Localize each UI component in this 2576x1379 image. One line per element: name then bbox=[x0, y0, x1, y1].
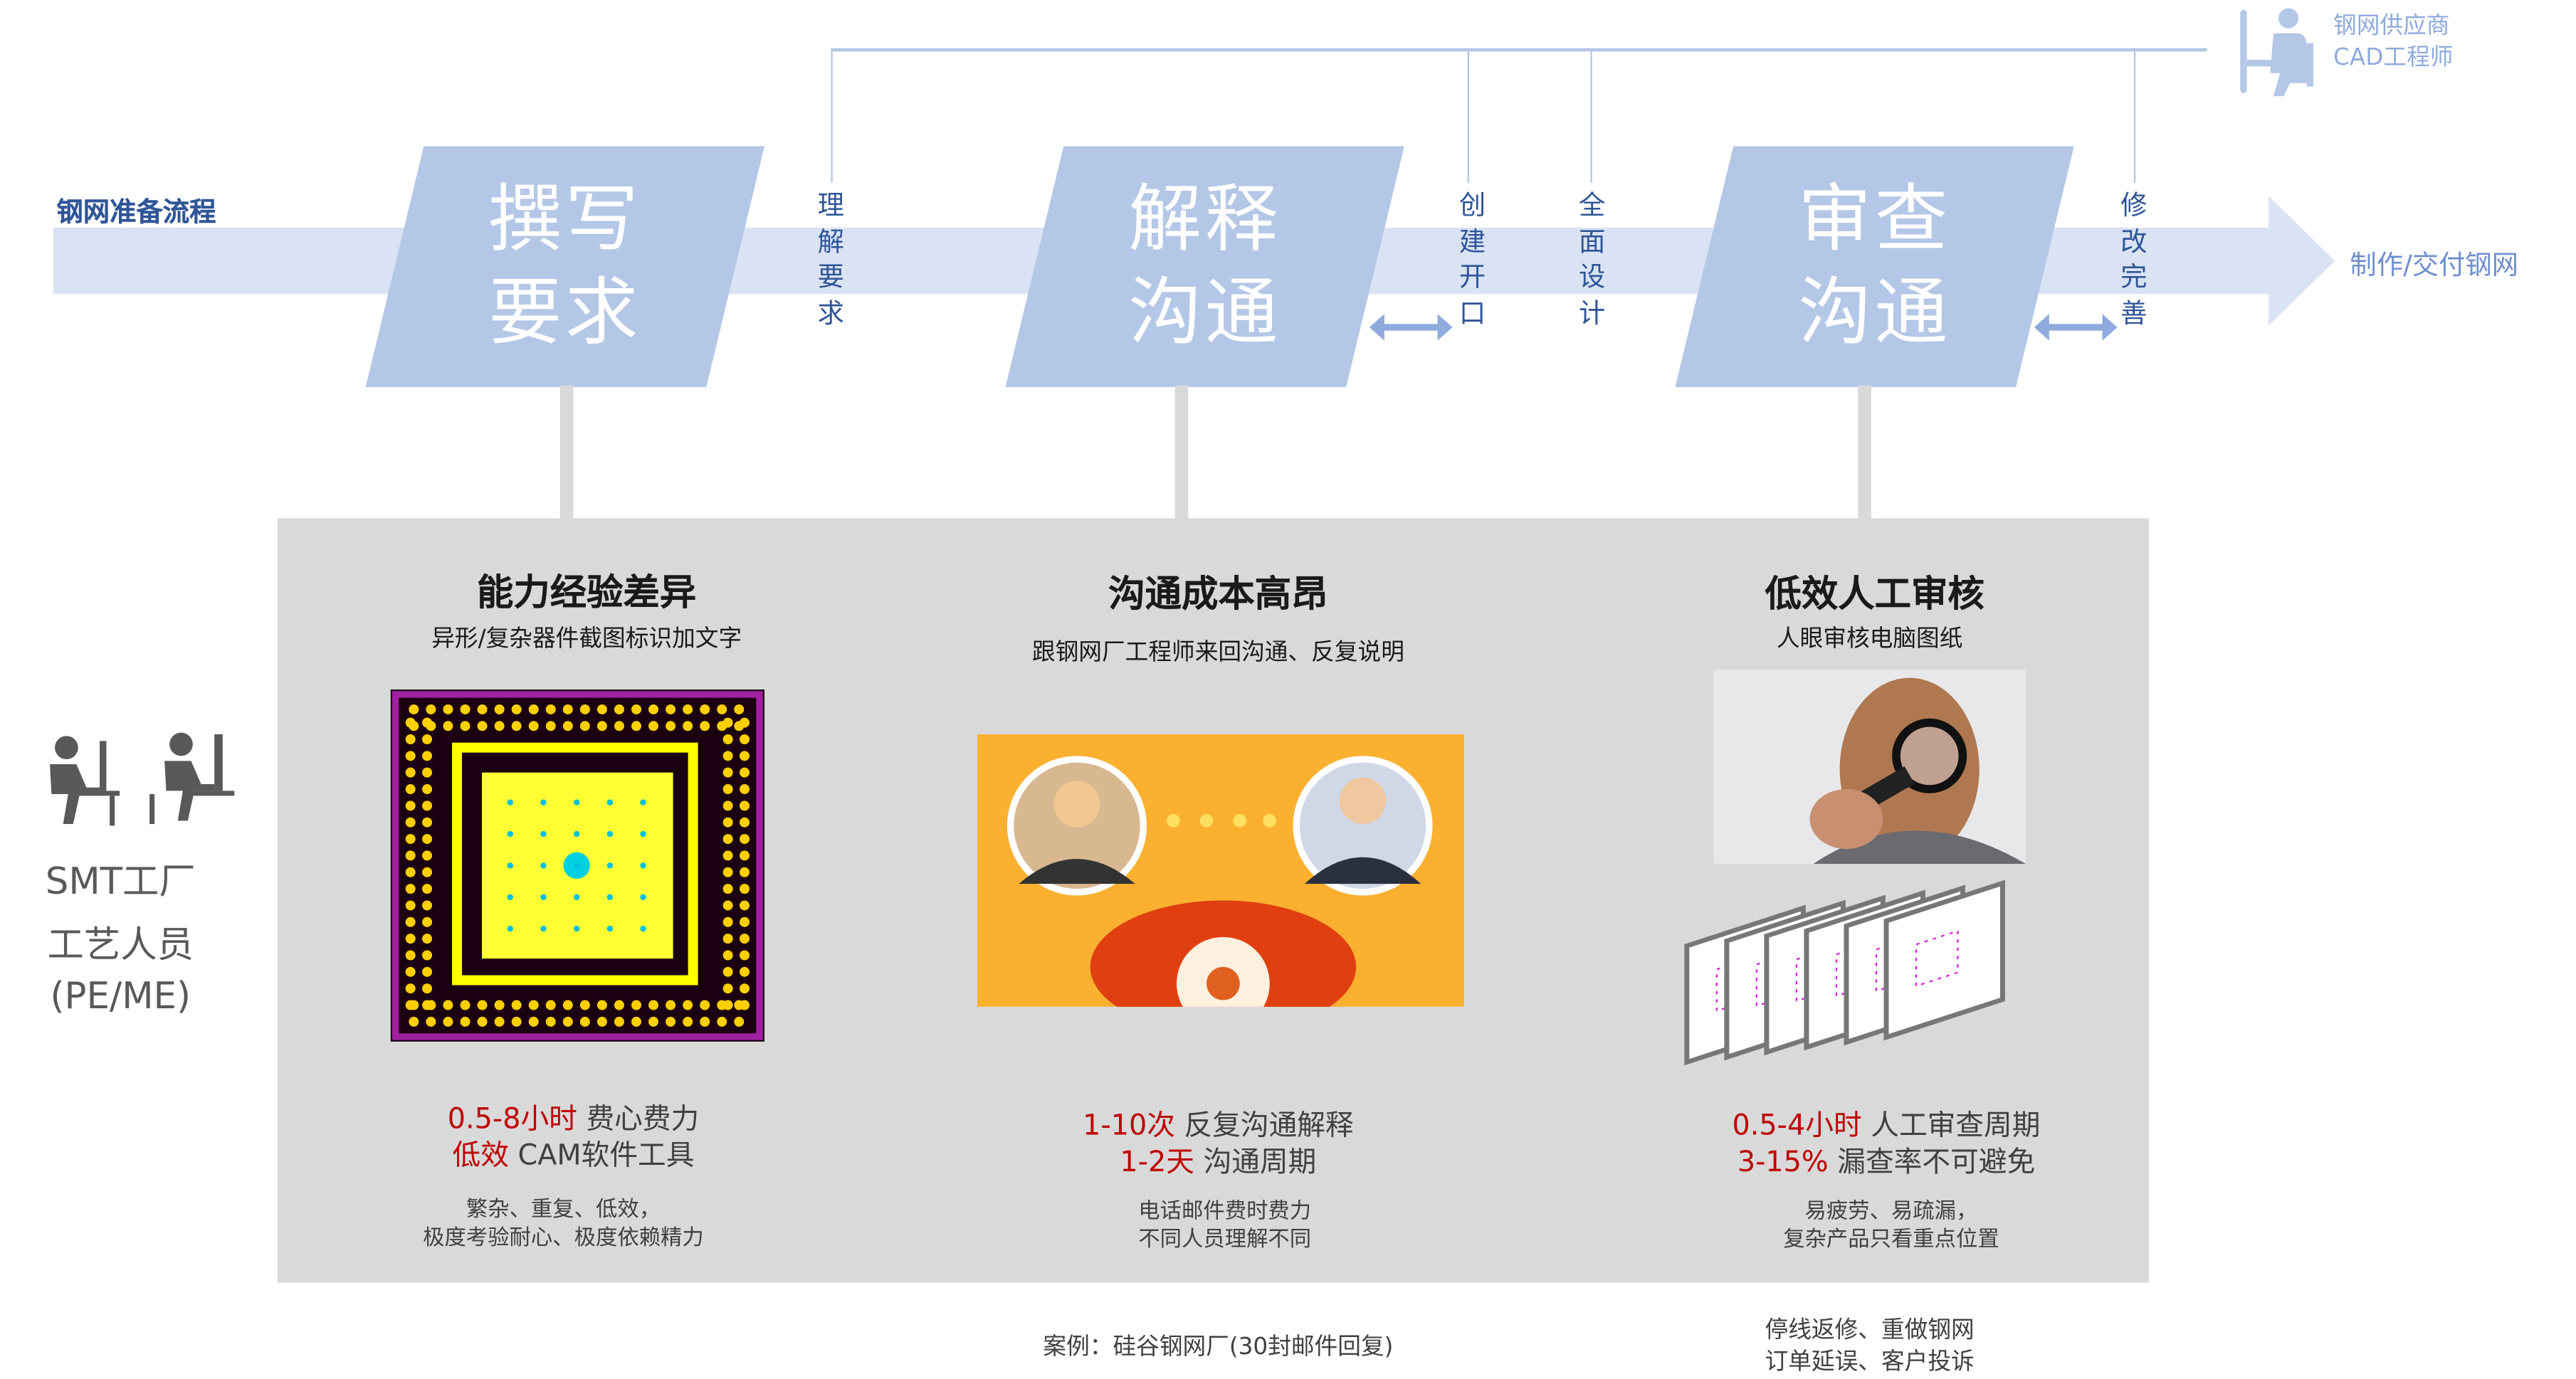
factory-role-line: SMT工厂 bbox=[45, 862, 196, 904]
step-write-requirements: 撰写要求 bbox=[365, 146, 765, 388]
connector-line bbox=[1467, 50, 1469, 183]
step-review-communicate: 审查沟通 bbox=[1675, 146, 2074, 388]
step-label: 沟通 bbox=[1128, 270, 1282, 356]
double-arrow-icon bbox=[2034, 314, 2118, 347]
double-arrow-icon bbox=[1369, 314, 1453, 347]
magnifier-review-image bbox=[1713, 669, 2026, 865]
drawing-stack-image bbox=[1683, 872, 2049, 1075]
problem-note: 易疲劳、易疏漏， 复杂产品只看重点位置 bbox=[1592, 1198, 2191, 1254]
factory-role-line: 工艺人员 bbox=[47, 925, 194, 967]
step-label: 撰写 bbox=[488, 177, 642, 263]
step-label: 审查 bbox=[1798, 177, 1952, 263]
engineer-at-desk-icon bbox=[2237, 4, 2323, 97]
stat-text: 沟通周期 bbox=[1194, 1146, 1317, 1180]
problem-note: 电话邮件费时费力 不同人员理解不同 bbox=[925, 1198, 1524, 1254]
connector-line bbox=[1590, 50, 1592, 183]
stat-highlight: 1-10次 bbox=[1083, 1109, 1175, 1143]
step-connector bbox=[1858, 385, 1871, 522]
pcb-footprint-image bbox=[390, 689, 765, 1042]
stat-highlight: 低效 bbox=[452, 1139, 509, 1173]
supplier-connector-line bbox=[831, 48, 2207, 52]
problem-title: 沟通成本高昂 bbox=[1108, 574, 1328, 617]
note-line: 复杂产品只看重点位置 bbox=[1783, 1227, 1999, 1253]
action-revise: 修改完善 bbox=[2120, 189, 2147, 329]
stat-highlight: 0.5-4小时 bbox=[1732, 1109, 1862, 1143]
consequence-line: 订单延误、客户投诉 bbox=[1765, 1348, 1975, 1376]
stat-highlight: 3-15% bbox=[1737, 1146, 1829, 1180]
note-line: 电话邮件费时费力 bbox=[1138, 1199, 1312, 1225]
action-create-apertures: 创建开口 bbox=[1458, 189, 1486, 329]
flow-label: 钢网准备流程 bbox=[56, 196, 216, 228]
stat-highlight: 1-2天 bbox=[1120, 1146, 1194, 1180]
problem-stats: 1-10次 反复沟通解释 1-2天 沟通周期 bbox=[919, 1108, 1518, 1181]
step-label: 要求 bbox=[488, 270, 642, 356]
problem-stats: 0.5-4小时 人工审查周期 3-15% 漏查率不可避免 bbox=[1587, 1108, 2186, 1181]
problem-subtitle: 人眼审核电脑图纸 bbox=[1776, 626, 1963, 653]
supplier-role-line: 钢网供应商 bbox=[2333, 13, 2450, 41]
step-label: 沟通 bbox=[1798, 270, 1952, 356]
step-connector bbox=[559, 385, 574, 522]
note-line: 不同人员理解不同 bbox=[1138, 1227, 1312, 1253]
action-full-design: 全面设计 bbox=[1579, 189, 1606, 329]
factory-role-line: (PE/ME) bbox=[50, 976, 191, 1019]
action-understand: 理解要求 bbox=[817, 189, 845, 329]
consequences: 停线返修、重做钢网 订单延误、客户投诉 bbox=[1570, 1316, 2169, 1379]
workers-at-desks-icon bbox=[33, 728, 236, 828]
note-line: 易疲劳、易疏漏， bbox=[1804, 1199, 1978, 1225]
note-line: 极度考验耐心、极度依赖精力 bbox=[423, 1226, 704, 1252]
problem-subtitle: 跟钢网厂工程师来回沟通、反复说明 bbox=[1031, 639, 1404, 667]
stat-text: 人工审查周期 bbox=[1861, 1109, 2041, 1143]
stat-text: 反复沟通解释 bbox=[1174, 1109, 1354, 1143]
supplier-role-line: CAD工程师 bbox=[2333, 45, 2454, 72]
step-label: 解释 bbox=[1128, 177, 1282, 263]
supplier-role-label: 钢网供应商 CAD工程师 bbox=[2333, 11, 2453, 75]
case-example: 案例：硅谷钢网厂(30封邮件回复) bbox=[1043, 1333, 1394, 1361]
stat-text: CAM软件工具 bbox=[508, 1139, 695, 1173]
step-connector bbox=[1174, 385, 1189, 522]
consequence-line: 停线返修、重做钢网 bbox=[1765, 1317, 1975, 1344]
phone-call-image bbox=[977, 734, 1464, 1034]
connector-line bbox=[831, 50, 833, 183]
problem-title: 低效人工审核 bbox=[1765, 574, 1984, 617]
problem-note: 繁杂、重复、低效， 极度考验耐心、极度依赖精力 bbox=[264, 1196, 863, 1252]
stat-text: 漏查率不可避免 bbox=[1828, 1146, 2036, 1180]
stat-highlight: 0.5-8小时 bbox=[447, 1103, 577, 1137]
problem-subtitle: 异形/复杂器件截图标识加文字 bbox=[431, 626, 742, 653]
stat-text: 费心费力 bbox=[577, 1103, 700, 1137]
flow-end-label: 制作/交付钢网 bbox=[2350, 249, 2519, 281]
problem-title: 能力经验差异 bbox=[477, 573, 697, 615]
problem-stats: 0.5-8小时 费心费力 低效 CAM软件工具 bbox=[274, 1101, 873, 1175]
connector-line bbox=[2133, 50, 2136, 183]
note-line: 繁杂、重复、低效， bbox=[466, 1198, 661, 1223]
step-explain-communicate: 解释沟通 bbox=[1005, 146, 1404, 388]
